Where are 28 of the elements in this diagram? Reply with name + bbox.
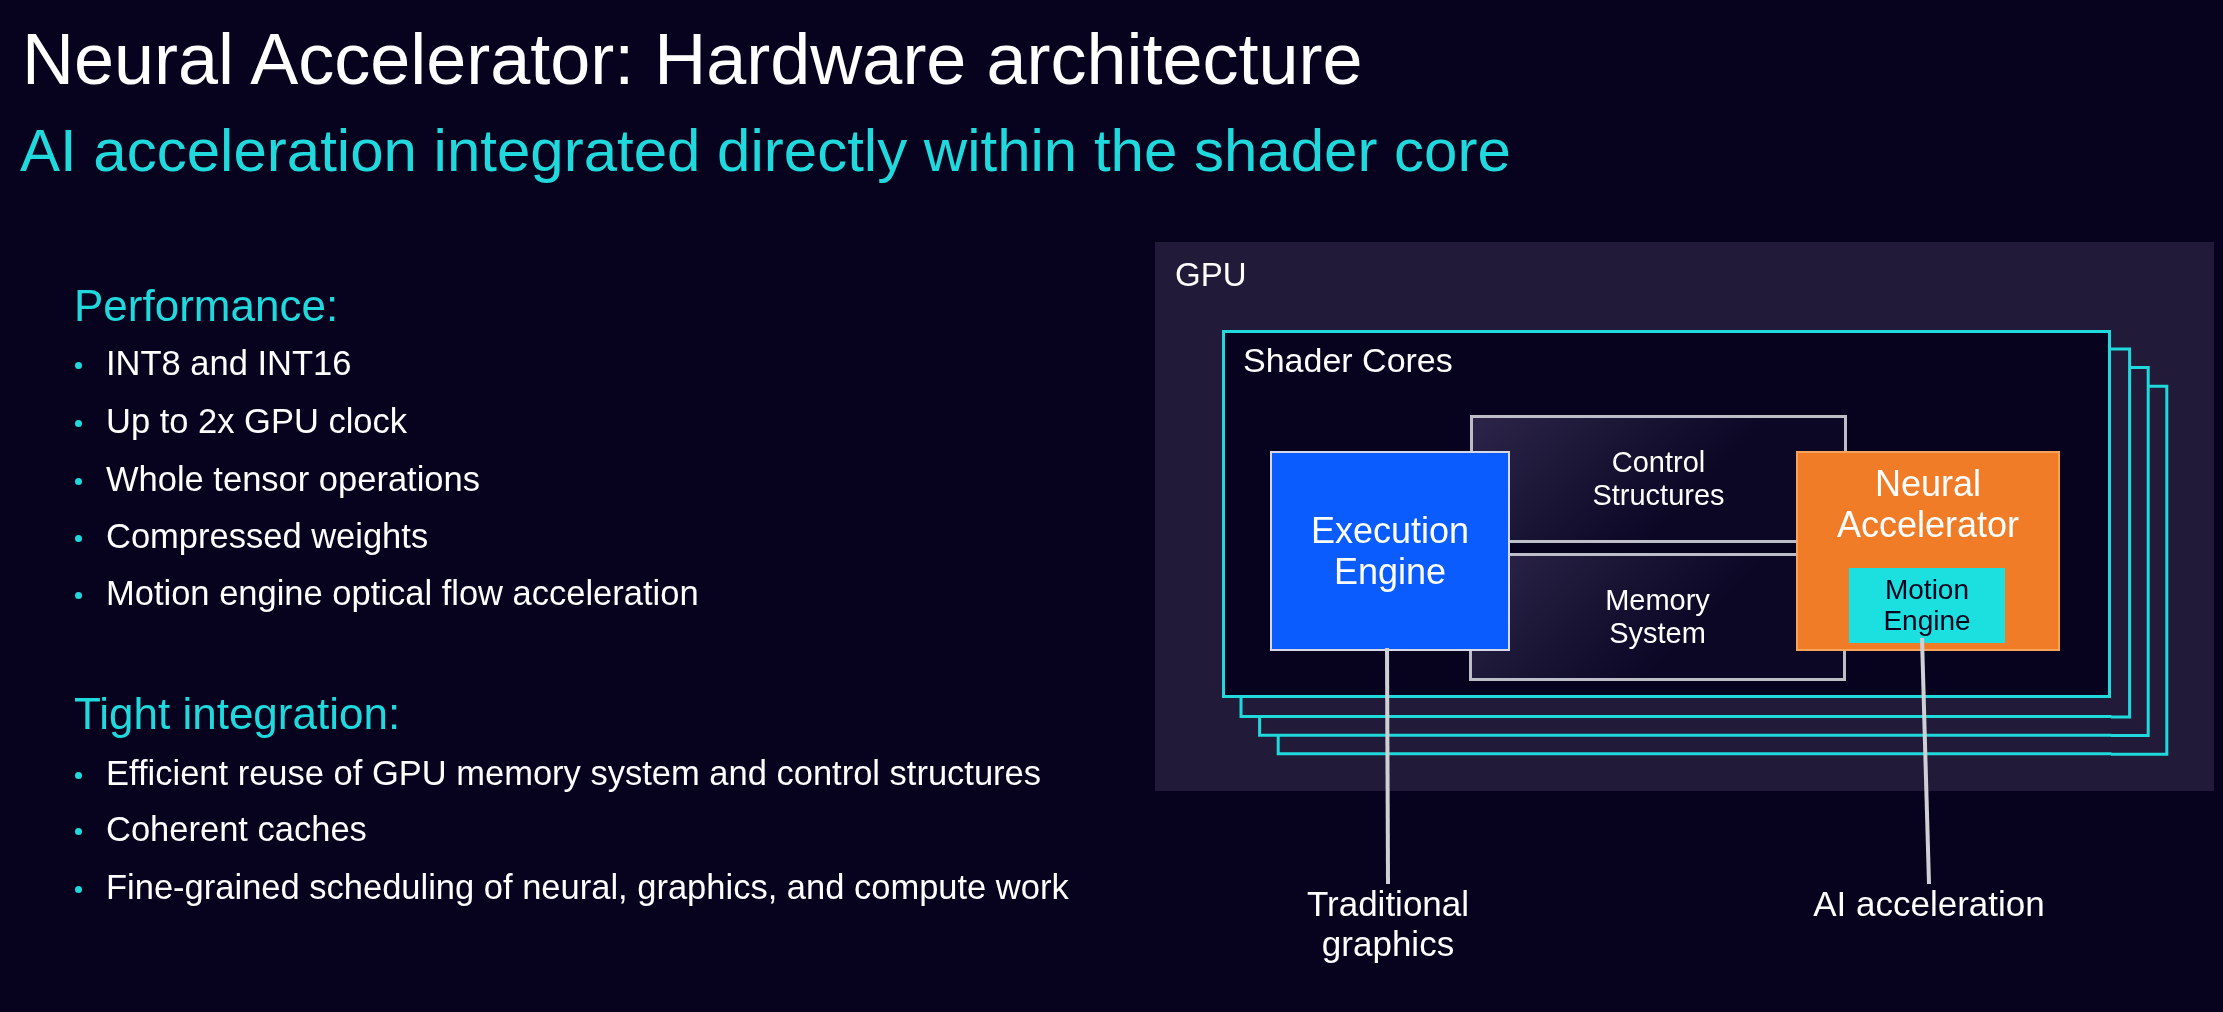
bullet-text: Compressed weights: [106, 518, 429, 556]
bullet-text: Fine-grained scheduling of neural, graphics, and compute work: [106, 869, 1069, 907]
block-label: Execution Engine: [1309, 509, 1471, 593]
accelerator-box: [1796, 451, 2060, 651]
block-label: Memory System: [1604, 583, 1711, 651]
bullet-text: Efficient reuse of GPU memory system and control structures: [106, 755, 1042, 793]
block-label: Neural Accelerator: [1835, 463, 2021, 546]
leader-line: [1385, 648, 1390, 884]
motion-engine-box: [1849, 568, 2005, 643]
gpu-panel: [1155, 242, 2214, 791]
section-heading: Tight integration:: [74, 690, 401, 739]
group-label: Shader Cores: [1243, 341, 1453, 381]
block-label: AI acceleration: [1812, 884, 2046, 925]
block-label: Motion Engine: [1882, 574, 1972, 637]
bullet-text: Up to 2x GPU clock: [106, 403, 408, 441]
block-label: Control Structures: [1591, 445, 1726, 513]
bullet-text: Whole tensor operations: [106, 461, 480, 499]
bullet-text: Motion engine optical flow acceleration: [106, 575, 699, 613]
slide-title: Neural Accelerator: Hardware architecture: [22, 20, 1363, 100]
execution-engine-box: [1270, 451, 1510, 651]
section-heading: Performance:: [74, 282, 339, 331]
bullet-text: INT8 and INT16: [106, 345, 352, 383]
bullet-text: Coherent caches: [106, 811, 367, 849]
leader-line: [1920, 637, 1931, 885]
block-label: Traditional graphics: [1305, 884, 1471, 966]
group-label: GPU: [1175, 256, 1247, 294]
slide-subtitle: AI acceleration integrated directly within the shader core: [20, 118, 1511, 184]
shader-core-box: [1222, 330, 2111, 698]
